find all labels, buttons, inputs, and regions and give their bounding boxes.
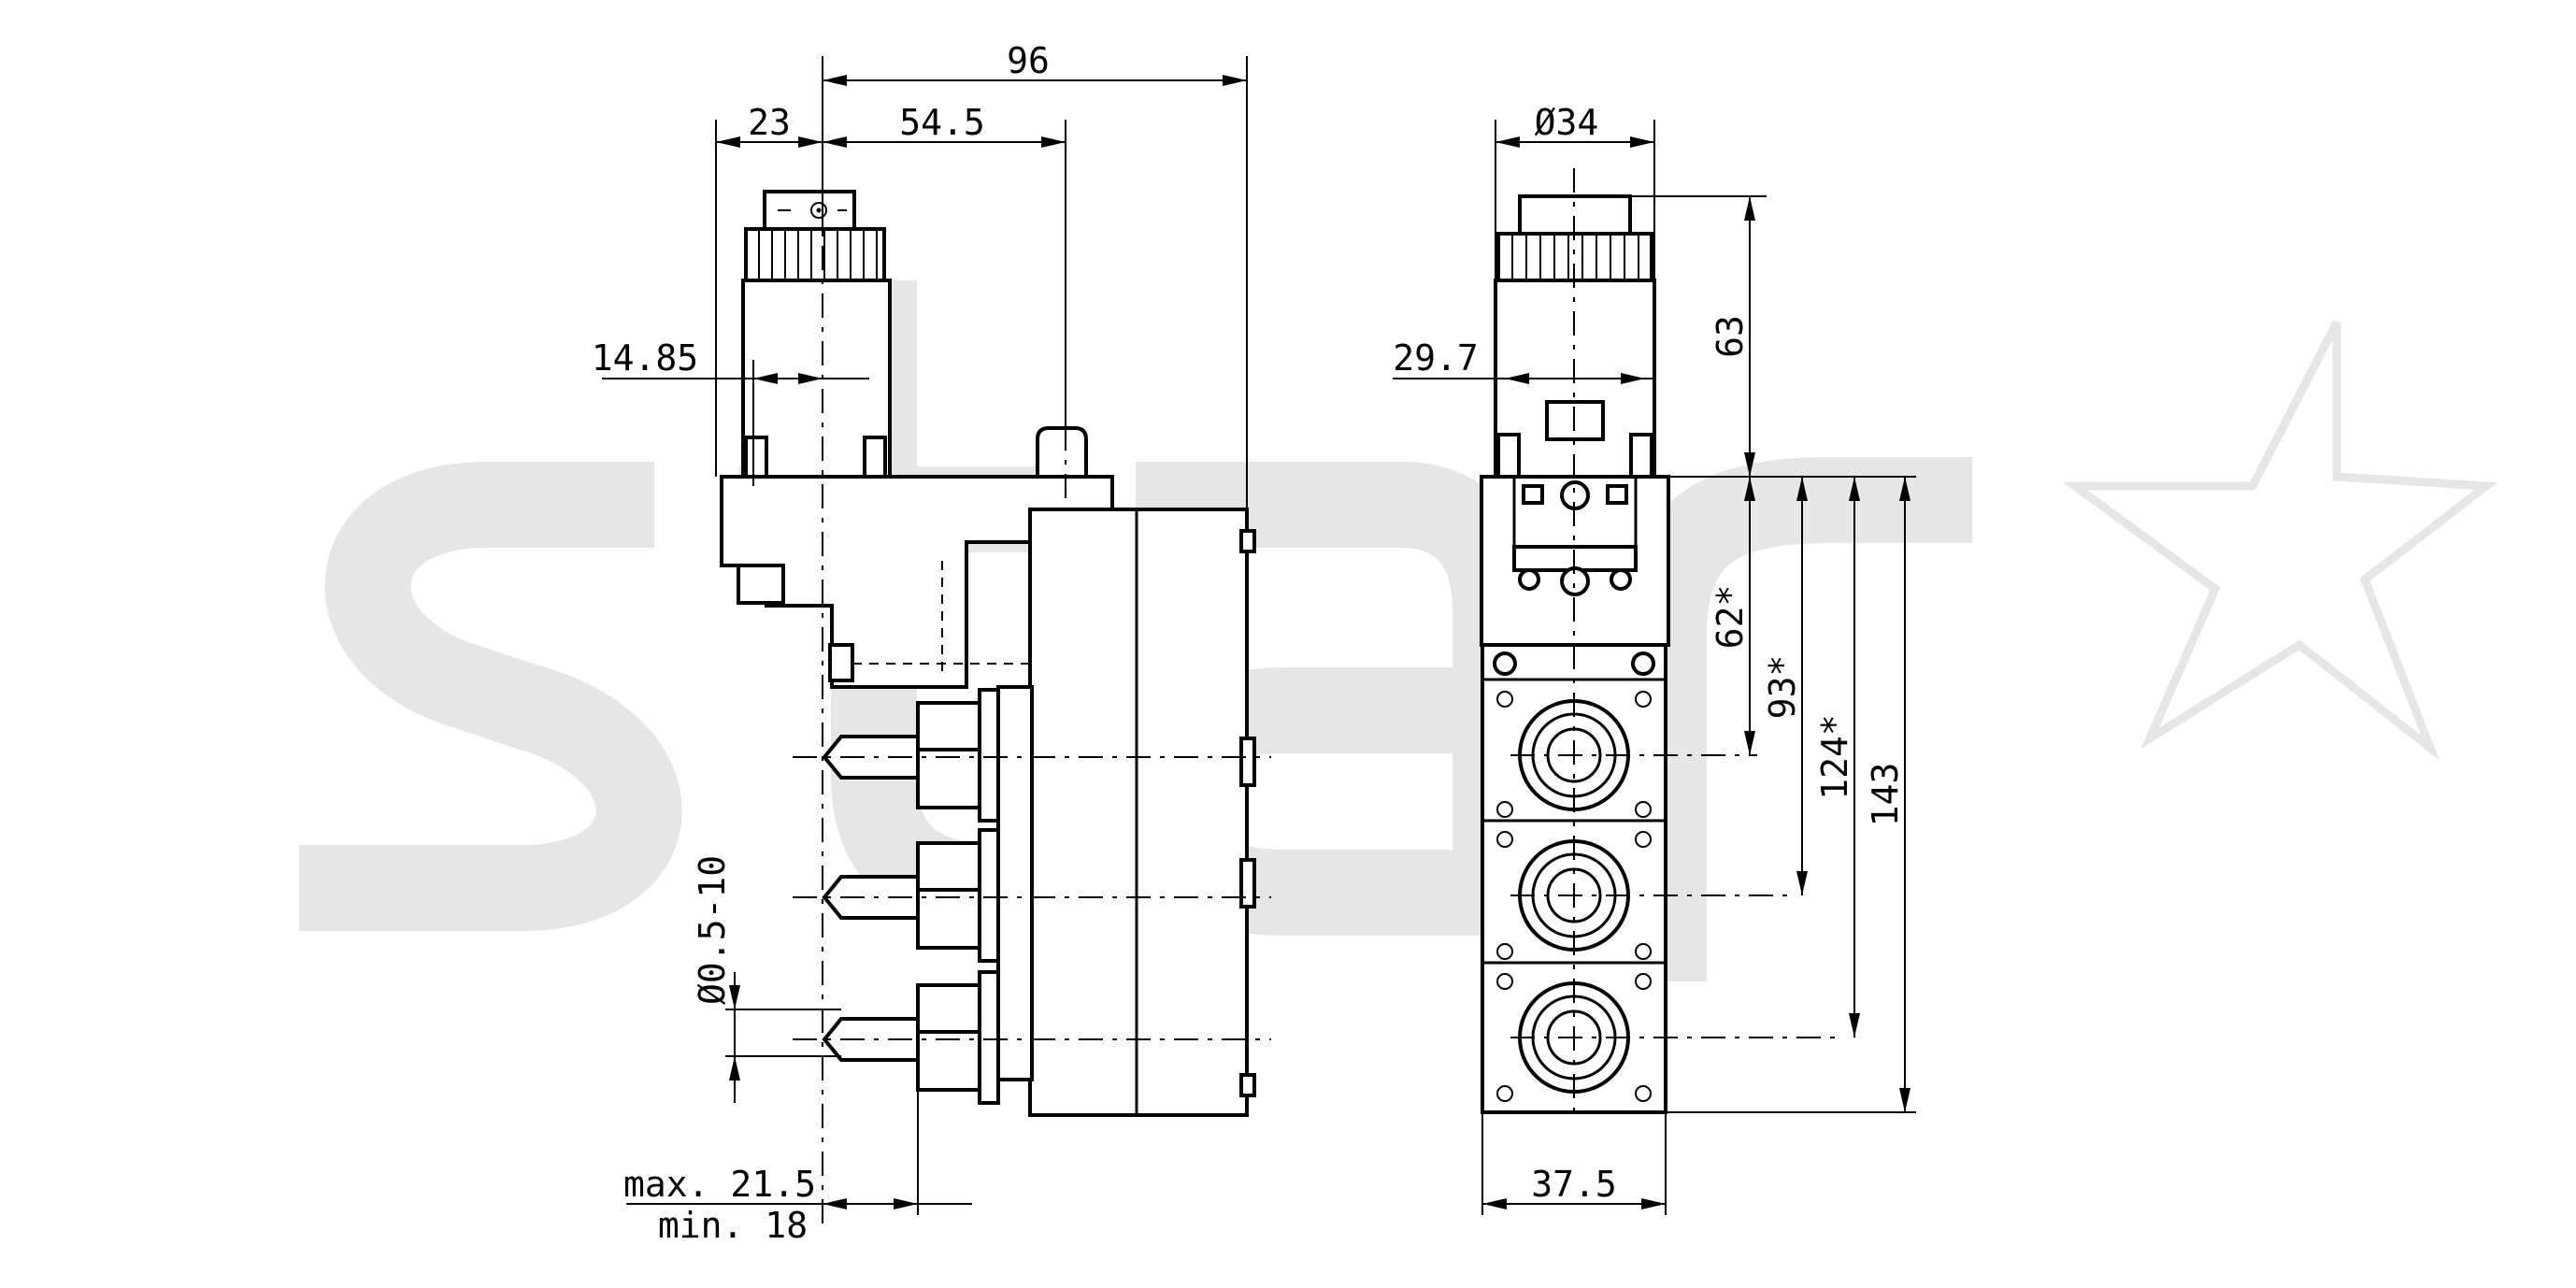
dim-124: 124* (1814, 714, 1855, 800)
dim-37-5: 37.5 (1531, 1164, 1617, 1205)
dim-diameter-34: Ø34 (1535, 102, 1599, 143)
dim-62: 62* (1710, 585, 1751, 650)
side-view (720, 103, 1271, 1224)
dim-29-7: 29.7 (1393, 337, 1479, 379)
dim-tool-shank: Ø0.5-10 (692, 855, 733, 1005)
dim-54-5: 54.5 (899, 102, 985, 143)
main-body (1028, 508, 1249, 1117)
tools (822, 735, 920, 1062)
dim-96: 96 (1007, 40, 1050, 81)
dim-min: min. 18 (658, 1205, 808, 1246)
dim-63: 63 (1710, 315, 1751, 358)
dimensions-side: 96 23 54.5 14.85 Ø0.5-10 max. 21.5 min. … (592, 40, 1248, 1246)
dim-14-85: 14.85 (592, 337, 698, 379)
dim-143: 143 (1865, 763, 1906, 827)
front-view (1480, 168, 1841, 1117)
dim-max: max. 21.5 (623, 1164, 816, 1205)
dimensions-front: Ø34 29.7 63 62* 93* 124* 143 37.5 (1393, 102, 1916, 1215)
dim-23: 23 (748, 102, 791, 143)
star-watermark-logo (299, 280, 2498, 981)
dim-93: 93* (1762, 655, 1803, 720)
collet-holders (916, 685, 1034, 1105)
coolant-nipple (1036, 426, 1088, 480)
